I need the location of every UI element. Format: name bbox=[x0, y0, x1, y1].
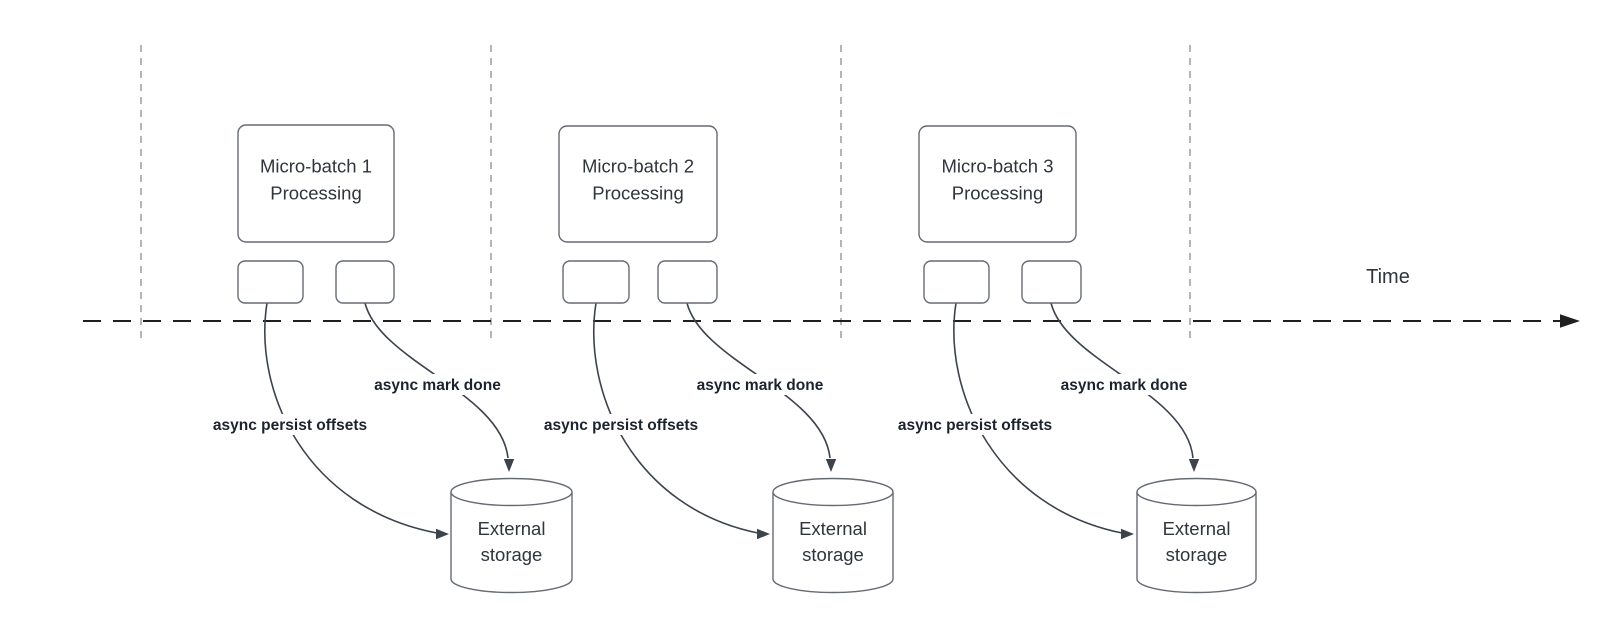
external-storage-cylinder-3: External storage bbox=[1136, 477, 1257, 594]
storage-label-line2-3: storage bbox=[1166, 544, 1228, 565]
persist-offsets-label-3: async persist offsets bbox=[898, 417, 1052, 434]
persist-offsets-arrow-1 bbox=[264, 302, 438, 534]
offset-task-box-2 bbox=[562, 260, 630, 304]
cylinder-top-2 bbox=[772, 477, 894, 507]
persist-offsets-arrow-2 bbox=[592, 302, 759, 534]
offset-task-box-3 bbox=[923, 260, 990, 304]
mark-done-label-bg-3 bbox=[1048, 374, 1201, 395]
mark-done-arrowhead-icon-1 bbox=[503, 459, 515, 472]
storage-label-line1-2: External bbox=[799, 518, 867, 539]
persist-offsets-label-bg-3 bbox=[885, 414, 1065, 435]
microbatch-title-1: Micro-batch 1 bbox=[260, 156, 372, 177]
cylinder-body-2 bbox=[772, 492, 894, 594]
offset-task-box-1 bbox=[237, 260, 304, 304]
storage-label-line1-3: External bbox=[1163, 518, 1231, 539]
mark-done-label-bg-2 bbox=[684, 374, 837, 395]
microbatch-subtitle-3: Processing bbox=[952, 183, 1044, 204]
persist-offsets-label-bg-2 bbox=[531, 414, 711, 435]
microbatch-box-1 bbox=[237, 124, 395, 243]
cylinder-top-1 bbox=[450, 477, 573, 507]
persist-offsets-label-bg-1 bbox=[200, 414, 380, 435]
mark-done-arrowhead-icon-2 bbox=[825, 459, 837, 472]
microbatch-group-2: Micro-batch 2 Processing async persist o… bbox=[531, 125, 894, 594]
mark-done-label-1: async mark done bbox=[374, 377, 501, 394]
cylinder-body-1 bbox=[450, 492, 573, 594]
commit-task-box-3 bbox=[1021, 260, 1082, 304]
mark-done-label-bg-1 bbox=[361, 374, 514, 395]
mark-done-arrowhead-icon-3 bbox=[1188, 459, 1200, 472]
persist-offsets-arrow-3 bbox=[953, 302, 1123, 534]
mark-done-label-3: async mark done bbox=[1061, 377, 1188, 394]
persist-offsets-label-2: async persist offsets bbox=[544, 417, 698, 434]
microbatch-subtitle-2: Processing bbox=[592, 183, 684, 204]
microbatch-title-3: Micro-batch 3 bbox=[941, 156, 1053, 177]
external-storage-cylinder-2: External storage bbox=[772, 477, 894, 594]
time-axis-arrowhead-icon bbox=[1560, 314, 1580, 328]
microbatch-group-3: Micro-batch 3 Processing async persist o… bbox=[885, 125, 1257, 594]
microbatch-group-1: Micro-batch 1 Processing async persist o… bbox=[200, 124, 573, 594]
persist-offsets-label-1: async persist offsets bbox=[213, 417, 367, 434]
storage-label-line2-1: storage bbox=[481, 544, 543, 565]
microbatch-subtitle-1: Processing bbox=[270, 183, 362, 204]
persist-offsets-arrowhead-icon-2 bbox=[757, 528, 770, 540]
microbatch-title-2: Micro-batch 2 bbox=[582, 156, 694, 177]
storage-label-line2-2: storage bbox=[802, 544, 864, 565]
persist-offsets-arrowhead-icon-3 bbox=[1121, 528, 1134, 540]
mark-done-label-2: async mark done bbox=[697, 377, 824, 394]
commit-task-box-2 bbox=[657, 260, 718, 304]
persist-offsets-arrowhead-icon-1 bbox=[436, 528, 449, 540]
storage-label-line1-1: External bbox=[478, 518, 546, 539]
cylinder-top-3 bbox=[1136, 477, 1257, 507]
commit-task-box-1 bbox=[335, 260, 395, 304]
microbatch-box-3 bbox=[918, 125, 1077, 243]
cylinder-body-3 bbox=[1136, 492, 1257, 594]
microbatch-box-2 bbox=[558, 125, 718, 243]
external-storage-cylinder-1: External storage bbox=[450, 477, 573, 594]
time-axis-label: Time bbox=[1366, 266, 1410, 288]
